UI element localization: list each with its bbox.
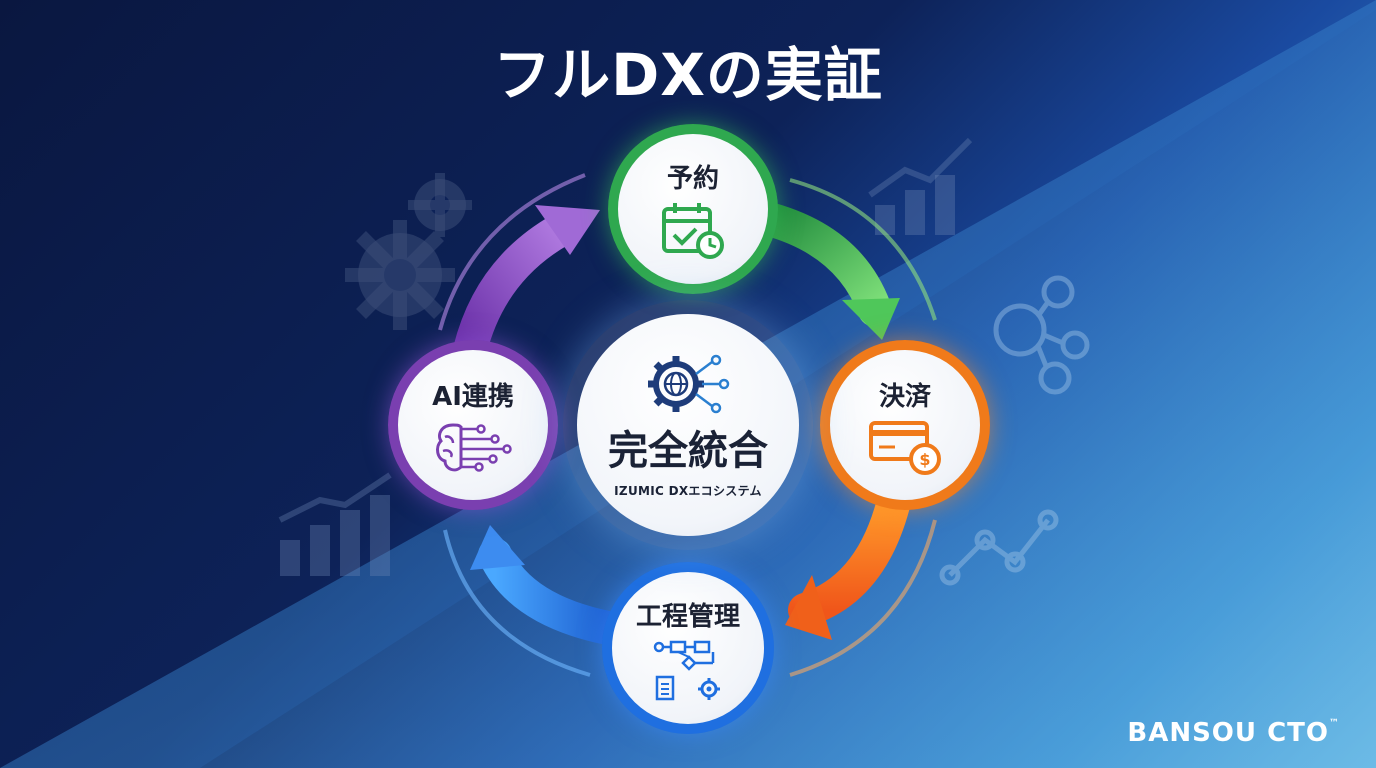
svg-text:$: $ xyxy=(919,450,930,469)
center-title: 完全統合 xyxy=(608,427,768,474)
line-chart-icon xyxy=(939,509,1059,586)
arrow-blue xyxy=(478,538,625,645)
node-process: 工程管理 xyxy=(602,562,774,734)
arrow-green-head xyxy=(842,298,900,340)
bar-chart-icon xyxy=(280,495,390,576)
node-payment-label: 決済 xyxy=(878,381,931,412)
gear-globe-network-icon xyxy=(648,354,730,413)
trademark-mark: ™ xyxy=(1329,718,1340,729)
node-ai-label: AI連携 xyxy=(432,381,514,412)
arrow-purple xyxy=(453,213,577,367)
node-payment: 決済 $ xyxy=(820,340,990,510)
center-hub: 完全統合 IZUMIC DXエコシステム xyxy=(563,300,813,550)
node-process-label: 工程管理 xyxy=(635,601,740,632)
flowchart-checklist-gear-icon xyxy=(653,640,720,700)
brand-name: BANSOU CTO xyxy=(1127,718,1329,748)
node-reservation: 予約 xyxy=(608,124,778,294)
node-ai: AI連携 xyxy=(388,340,558,510)
arrow-orange-head xyxy=(785,575,832,640)
arrow-green xyxy=(748,201,892,327)
credit-card-dollar-icon: $ xyxy=(869,420,941,475)
arrow-purple-head xyxy=(535,205,600,255)
calendar-check-clock-icon xyxy=(662,202,724,259)
people-network-icon xyxy=(993,275,1090,395)
page-title: フルDXの実証 xyxy=(493,41,883,109)
center-subtitle: IZUMIC DXエコシステム xyxy=(614,483,762,498)
arrow-blue-head xyxy=(470,525,525,570)
brain-circuit-icon xyxy=(436,422,512,472)
brand-logo: BANSOU CTO™ xyxy=(1127,718,1340,748)
node-reservation-label: 予約 xyxy=(666,163,719,194)
arrow-orange xyxy=(788,488,910,627)
